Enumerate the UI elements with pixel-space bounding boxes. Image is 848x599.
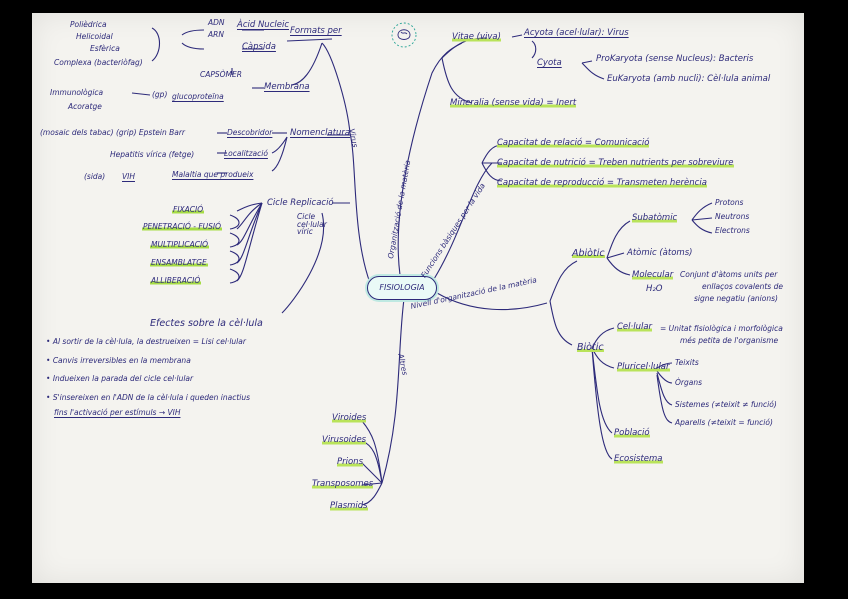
- eukaryota-label: EuKaryota (amb nucli): Cèl·lula animal: [607, 74, 771, 84]
- poblacio-label: Població: [614, 428, 650, 438]
- polyedrica-label: Polièdrica: [70, 20, 107, 29]
- plasmids-label: Plasmids: [330, 501, 368, 511]
- mosaic-label: (mosaic dels tabac) (grip) Epstein Barr: [40, 128, 186, 137]
- cellular-desc-2: més petita de l'organisme: [680, 336, 779, 345]
- efecte-item: Canvis irreversibles en la membrana: [46, 357, 191, 365]
- brain-logo-icon: [391, 22, 417, 48]
- nutricio-label: Capacitat de nutrició = Treben nutrients…: [497, 158, 734, 168]
- fixacio-label: FIXACIÓ: [172, 205, 205, 214]
- gp-label: (gp): [152, 90, 168, 99]
- cicle-note-label: Cicle cel·lular víric: [297, 212, 327, 236]
- esferica-label: Esfèrica: [90, 44, 120, 53]
- prions-label: Prions: [337, 457, 363, 467]
- biotic-label: Biòtic: [577, 342, 604, 353]
- organs-label: Òrgans: [675, 378, 703, 387]
- molecular-desc-1: Conjunt d'àtoms units per: [680, 270, 778, 279]
- cellular-desc-1: = Unitat fisiològica i morfològica: [660, 324, 783, 333]
- branch-line-altres: [381, 298, 405, 484]
- glucoproteina-label: glucoproteïna: [172, 92, 224, 101]
- molecular-desc-2: enllaços covalents de: [702, 282, 783, 291]
- efecte-item: S'insereixen en l'ADN de la cèl·lula i q…: [46, 394, 250, 402]
- alliberacio-label: ALLIBERACIÓ: [150, 276, 202, 285]
- nomenclatura-label: Nomenclatura: [290, 128, 351, 138]
- descobridor-label: Descobridor: [227, 128, 273, 137]
- capsida-label: Càpsida: [242, 42, 276, 52]
- efecte-item: fins l'activació per estímuls → VIH: [54, 408, 181, 417]
- cicle-replicacio-label: Cicle Replicació: [267, 198, 334, 208]
- efecte-item: Al sortir de la cèl·lula, la destrueixen…: [46, 338, 246, 346]
- arn-label: ARN: [208, 30, 224, 39]
- formats-per-label: Formats per: [290, 26, 342, 36]
- subatomic-label: Subatòmic: [632, 213, 678, 223]
- vitae-label: Vitae (viva): [452, 32, 501, 42]
- efecte-item: Indueixen la parada del cicle cel·lular: [46, 375, 193, 383]
- malaltia-label: Malaltia que produeix: [172, 170, 254, 179]
- sistemes-label: Sistemes (≠teixit ≠ funció): [675, 400, 777, 409]
- acoratge-label: Acoratge: [68, 102, 102, 111]
- immunologica-label: Immunològica: [50, 88, 104, 97]
- central-node-fisiologia: FISIOLOGIA: [367, 276, 437, 300]
- relacio-label: Capacitat de relació = Comunicació: [497, 138, 650, 148]
- acid-nucleic-label: Àcid Nucleic: [237, 20, 289, 30]
- abiotic-label: Abiòtic: [572, 248, 605, 259]
- localitzacio-label: Localització: [224, 149, 268, 158]
- cellular-label: Cel·lular: [617, 322, 653, 332]
- vih-label: VIH: [122, 172, 135, 181]
- capsomer-label: CAPSÒMER: [200, 70, 242, 79]
- transposomes-label: Transposomes: [312, 479, 374, 489]
- cyota-label: Cyota: [537, 58, 562, 68]
- membrana-label: Membrana: [264, 82, 310, 92]
- virusoides-label: Virusoides: [322, 435, 367, 445]
- ecosistema-label: Ecosistema: [614, 454, 663, 464]
- efectes-title: Efectes sobre la cèl·lula: [150, 318, 263, 329]
- viroides-label: Viroides: [332, 413, 367, 423]
- branch-line-nivells: [436, 292, 548, 311]
- mineralia-label: Mineralia (sense vida) = Inert: [450, 98, 577, 108]
- hepatitis-label: Hepatitis vírica (fetge): [110, 150, 195, 159]
- sida-label: (sida): [84, 172, 106, 181]
- h2o-label: H₂O: [646, 284, 663, 294]
- molecular-desc-3: signe negatiu (anions): [694, 294, 778, 303]
- teixits-label: Teixits: [675, 358, 699, 367]
- adn-label: ADN: [208, 18, 225, 27]
- branch-line-virus: [321, 42, 371, 284]
- molecular-label: Molecular: [632, 270, 674, 280]
- ensamblatge-label: ENSAMBLATGE: [150, 258, 208, 267]
- multiplicacio-label: MULTIPLICACIÓ: [150, 240, 210, 249]
- neutrons-label: Neutrons: [715, 212, 750, 221]
- electrons-label: Electrons: [715, 226, 750, 235]
- notebook-page: FISIOLOGIA Organització de la matèria Fu…: [32, 13, 804, 583]
- pluricellular-label: Pluricel·lular: [617, 362, 670, 372]
- acyota-label: Acyota (acel·lular): Virus: [524, 28, 629, 38]
- prokaryota-label: ProKaryota (sense Nucleus): Bacteris: [596, 54, 754, 64]
- complexa-label: Complexa (bacteriòfag): [54, 58, 143, 67]
- protons-label: Protons: [715, 198, 744, 207]
- atomic-label: Atòmic (àtoms): [627, 248, 693, 258]
- penetracio-label: PENETRACIÓ - FUSIÓ: [142, 222, 223, 231]
- aparells-label: Aparells (≠teixit = funció): [675, 418, 773, 427]
- branch-line-funcions: [433, 162, 493, 280]
- reproduccio-label: Capacitat de reproducció = Transmeten he…: [497, 178, 707, 188]
- helicoidal-label: Helicoidal: [76, 32, 113, 41]
- branch-line-organitzacio: [397, 42, 463, 276]
